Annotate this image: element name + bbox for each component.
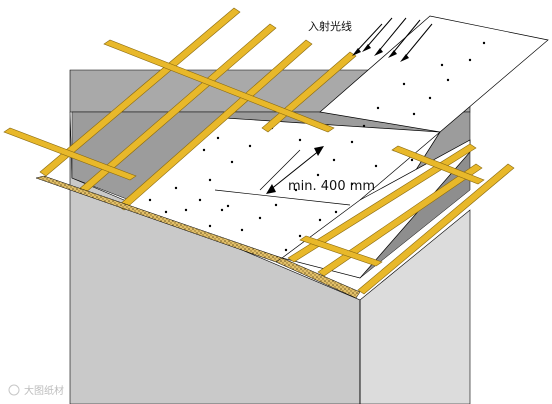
dimension-arrow-start: [266, 184, 276, 194]
dimension-label: min. 400 mm: [288, 179, 375, 194]
fastener-dots: [148, 41, 486, 252]
rafter-7: [357, 163, 515, 295]
dimension-annotation: min. 400 mm: [266, 146, 375, 194]
incident-light-label: 入射光线: [308, 19, 352, 33]
watermark-text: 大图纸材: [24, 384, 64, 397]
incident-light: 入射光线: [308, 17, 433, 62]
rafter-6: [317, 163, 483, 277]
dimension-line: [269, 149, 321, 191]
rafter-5: [287, 143, 477, 263]
batten-right-upper: [391, 145, 485, 185]
panel-upper-right: [319, 15, 549, 133]
rafters: [3, 7, 515, 295]
batten-right-lower: [299, 235, 383, 267]
watermark: 大图纸材: [8, 384, 64, 397]
gravel-edge-front: [275, 257, 361, 299]
watermark-logo-icon: [8, 384, 20, 396]
roof-panels: [121, 15, 549, 279]
dimension-arrow-end: [314, 146, 324, 156]
batten-mid: [3, 127, 137, 181]
batten-top: [103, 39, 335, 133]
rafter-1: [39, 7, 241, 177]
gravel-edges: [35, 175, 361, 299]
